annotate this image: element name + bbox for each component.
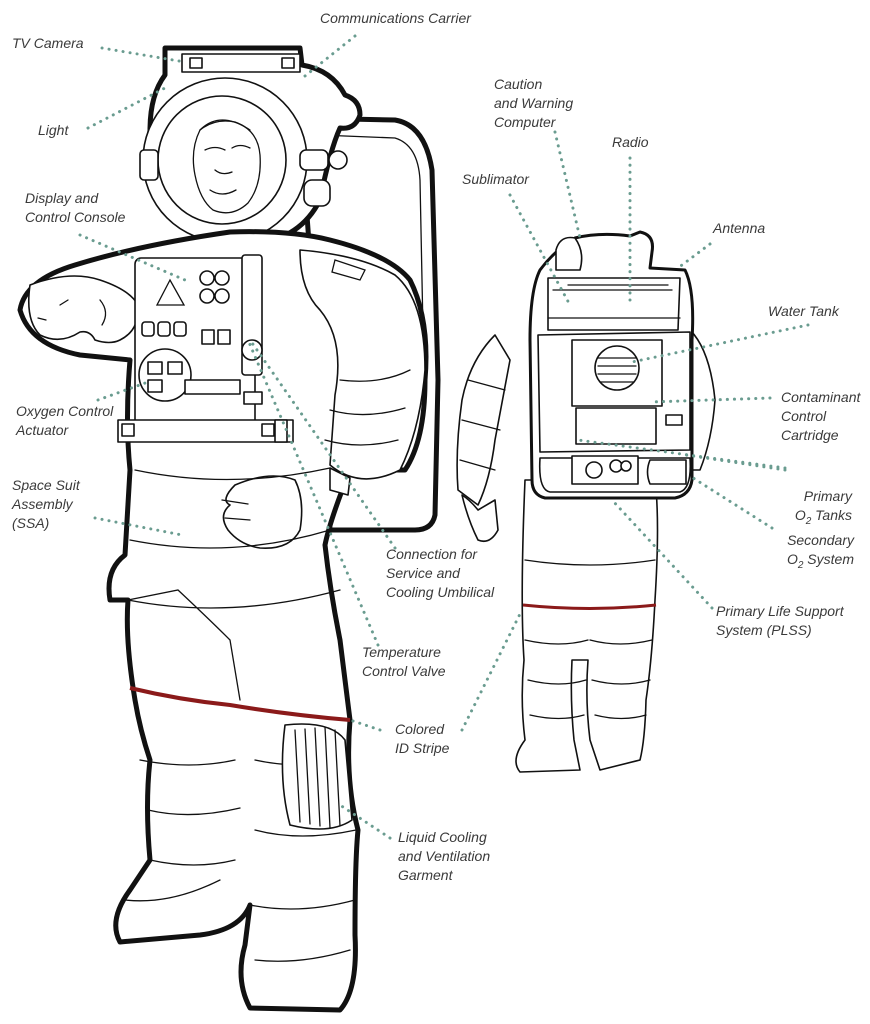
- label-contaminant: Contaminant Control Cartridge: [781, 389, 861, 443]
- label-temp-valve: Temperature Control Valve: [362, 644, 446, 679]
- label-oxygen-actuator: Oxygen Control Actuator: [16, 403, 114, 438]
- leader-ssa: [93, 516, 184, 537]
- label-caution-computer: Caution and Warning Computer: [494, 76, 574, 130]
- label-tv-camera: TV Camera: [12, 35, 84, 51]
- label-plss: Primary Life Support System (PLSS): [716, 603, 844, 638]
- label-secondary-o2-o: O: [786, 551, 798, 567]
- leader-display-console: [78, 233, 187, 282]
- back-suit-figure: [456, 230, 716, 773]
- leader-primary-o2-2: [684, 453, 787, 472]
- leader-antenna: [676, 242, 712, 270]
- leader-caution-computer: [553, 130, 582, 240]
- leader-tv-camera: [100, 46, 187, 64]
- label-communications-carrier: Communications Carrier: [320, 10, 471, 26]
- leader-lcvg: [338, 803, 392, 840]
- label-primary-o2-sub: 2: [805, 515, 812, 527]
- leader-colored-stripe-back: [460, 608, 524, 732]
- label-primary-o2-o: O: [794, 507, 806, 523]
- leader-colored-stripe: [348, 718, 382, 732]
- label-primary-o2-rest: Tanks: [811, 507, 852, 523]
- front-suit-figure: [17, 45, 441, 1013]
- leader-sublimator: [508, 193, 572, 307]
- leader-lines: [78, 34, 810, 840]
- leader-communications-carrier: [298, 34, 357, 82]
- leader-light: [86, 86, 167, 130]
- label-secondary-o2-line1: Secondary: [787, 532, 854, 548]
- label-primary-o2-line1: Primary: [803, 488, 852, 504]
- label-colored-stripe: Colored ID Stripe: [395, 721, 450, 756]
- leader-secondary-o2: [688, 474, 774, 530]
- leader-temp-valve: [246, 338, 380, 647]
- leader-water-tank: [630, 323, 810, 364]
- label-display-console: Display and Control Console: [25, 190, 126, 225]
- label-lcvg: Liquid Cooling and Ventilation Garment: [398, 829, 491, 883]
- label-ssa: Space Suit Assembly (SSA): [12, 477, 80, 531]
- label-sublimator: Sublimator: [462, 171, 529, 187]
- label-water-tank: Water Tank: [768, 303, 839, 319]
- label-connection: Connection for Service and Cooling Umbil…: [386, 546, 495, 600]
- leader-connection: [248, 338, 397, 550]
- label-radio: Radio: [612, 134, 649, 150]
- label-secondary-o2-sub: 2: [797, 559, 804, 571]
- label-light: Light: [38, 122, 69, 138]
- leader-contaminant: [648, 396, 772, 404]
- label-antenna: Antenna: [713, 220, 766, 236]
- label-secondary-o2-rest: System: [803, 551, 854, 567]
